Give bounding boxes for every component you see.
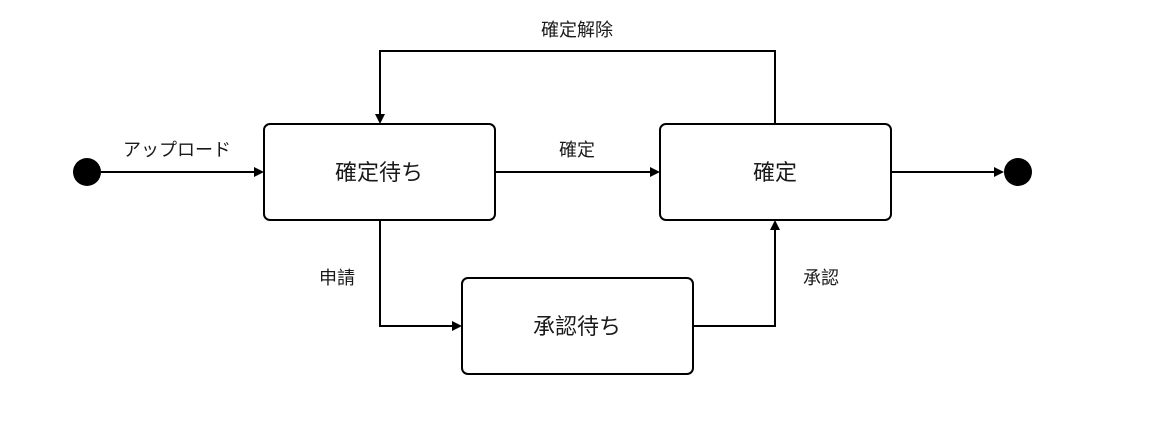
final-state-dot xyxy=(1004,158,1032,186)
initial-state-dot xyxy=(73,158,101,186)
edge-label-unconfirm: 確定解除 xyxy=(541,20,613,41)
state-label-pending-approval: 承認待ち xyxy=(533,315,621,340)
arrowhead-to-final xyxy=(994,167,1004,177)
edge-label-approve: 承認 xyxy=(803,268,839,289)
arrowhead-unconfirm xyxy=(375,114,385,124)
edge-label-apply: 申請 xyxy=(319,268,355,289)
edge-approve xyxy=(693,228,776,327)
arrowhead-confirm xyxy=(650,167,660,177)
arrowhead-upload xyxy=(254,167,264,177)
edge-unconfirm xyxy=(379,50,776,124)
edge-label-upload: アップロード xyxy=(123,140,231,161)
arrowhead-apply xyxy=(452,321,462,331)
state-label-confirmed: 確定 xyxy=(753,161,797,186)
arrowhead-approve xyxy=(770,220,780,230)
state-label-pending-confirm: 確定待ち xyxy=(335,161,423,186)
edge-label-confirm: 確定 xyxy=(559,140,595,161)
edge-apply xyxy=(379,220,454,327)
